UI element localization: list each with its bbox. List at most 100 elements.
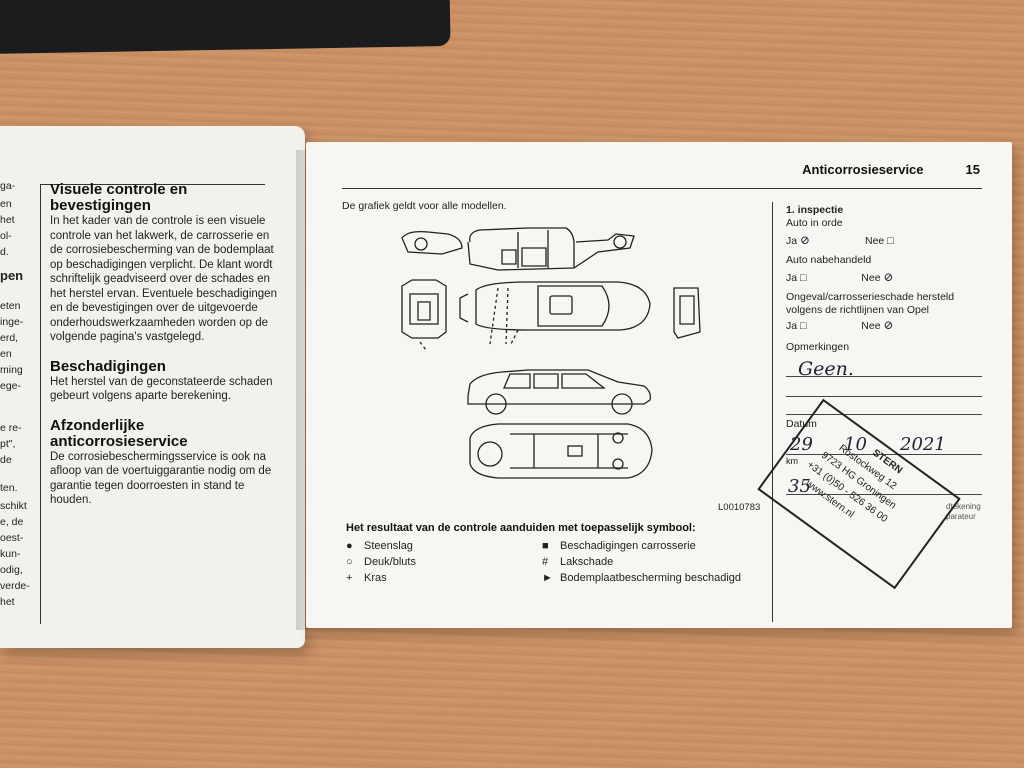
checked-mark: ⊘ [800, 233, 811, 247]
section-heading: Afzonderlijke anticorrosieservice [50, 416, 188, 450]
dark-cloth [0, 0, 451, 55]
fragment: pt", [0, 438, 16, 450]
section-body: Het herstel van de geconstateerde schade… [50, 375, 273, 403]
header-rule [342, 188, 982, 189]
legend-item: ■ Beschadigingen carrosserie [542, 540, 696, 552]
form-rule [772, 202, 773, 622]
fragment: ten. [0, 482, 18, 494]
section-body: In het kader van de controle is een visu… [50, 215, 277, 343]
header-title: Anticorrosieservice [802, 162, 924, 177]
legend-item: ○ Deuk/bluts [346, 556, 416, 568]
fragment: schikt [0, 500, 27, 512]
form-line [786, 454, 982, 455]
car-rear-view [673, 287, 701, 339]
form-line [786, 376, 982, 377]
legend-label: Deuk/bluts [364, 556, 416, 568]
text-column: Visuele controle en bevestigingen In het… [50, 182, 278, 508]
fragment: het [0, 596, 15, 608]
form-section-title: 1. inspectie [786, 204, 844, 216]
car-side-view [467, 369, 652, 415]
date-month: 10 [844, 434, 867, 455]
checked-mark: ⊘ [883, 318, 894, 332]
fragment: kun- [0, 548, 21, 560]
legend-symbol: ● [346, 540, 353, 552]
legend-symbol: ○ [346, 556, 353, 568]
fragment: ol- [0, 230, 12, 242]
nee-label: Nee [861, 272, 881, 284]
nee-label: Nee [861, 320, 881, 332]
question-car-treated: Auto nabehandeld [786, 254, 872, 266]
checkbox-empty: □ [800, 320, 807, 332]
date-day: 29 [790, 434, 813, 455]
car-front-view [401, 279, 447, 351]
right-page: Anticorrosieservice 15 De grafiek geldt v… [306, 142, 1012, 628]
legend-item: ● Steenslag [346, 540, 413, 552]
remarks-label: Opmerkingen [786, 341, 850, 353]
legend-symbol: ► [542, 572, 553, 584]
car-underbody [469, 423, 653, 479]
car-side-exploded [401, 227, 635, 271]
left-page: ga- en het ol- d. pen eten inge- erd, en… [0, 126, 305, 648]
small-text: dtekening [946, 502, 981, 511]
answer-row: Ja □ Nee ⊘ [786, 319, 982, 333]
fragment: d. [0, 246, 9, 258]
legend-symbol: ■ [542, 540, 549, 552]
section-heading: Visuele controle en bevestigingen [50, 181, 188, 214]
remarks-handwriting: Geen. [798, 358, 854, 380]
date-label: Datum [786, 418, 817, 430]
section-body: De corrosiebeschermingsservice is ook na… [50, 450, 272, 507]
legend-label: Lakschade [560, 556, 614, 568]
diagram-note: De grafiek geldt voor alle modellen. [342, 200, 507, 212]
legend-symbol: + [346, 572, 353, 584]
fragment: verde- [0, 580, 30, 592]
legend-label: Bodemplaatbescherming beschadigd [560, 572, 742, 584]
ja-label: Ja [786, 272, 798, 284]
fragment: eten [0, 300, 21, 312]
legend-label: Beschadigingen carrosserie [560, 540, 696, 552]
column-rule [40, 184, 41, 624]
legend-item: # Lakschade [542, 556, 613, 568]
answer-row: Ja ⊘ Nee □ [786, 234, 982, 248]
fragment: ming [0, 364, 23, 376]
fragment: e re- [0, 422, 22, 434]
fragment: en [0, 198, 12, 210]
car-top-view [459, 281, 651, 347]
legend-symbol: # [542, 556, 549, 568]
legend-label: Steenslag [364, 540, 413, 552]
fragment: ege- [0, 380, 22, 392]
date-year: 2021 [900, 434, 946, 455]
fragment: pen [0, 268, 24, 283]
car-diagram [401, 227, 701, 479]
nee-label: Nee [865, 235, 885, 247]
fragment: erd, [0, 332, 19, 344]
fragment: het [0, 214, 15, 226]
section-heading: Beschadigingen [50, 357, 166, 375]
inspection-form: 1. inspectie Auto in orde Ja ⊘ Nee □ Aut… [786, 204, 982, 354]
fragment: inge- [0, 316, 24, 328]
answer-row: Ja □ Nee ⊘ [786, 271, 982, 285]
diagram-code: L0010783 [718, 502, 761, 513]
legend-item: + Kras [346, 572, 387, 584]
ja-label: Ja [786, 320, 798, 332]
checkbox-empty: □ [887, 235, 894, 247]
ja-label: Ja [786, 235, 798, 247]
fragment: ga- [0, 180, 16, 192]
page-header: Anticorrosieservice 15 [802, 162, 980, 177]
legend-label: Kras [364, 572, 387, 584]
top-rule [40, 184, 265, 185]
legend-item: ► Bodemplaatbescherming beschadigd [542, 572, 741, 584]
km-value: 35 [788, 476, 811, 497]
fragment: oest- [0, 532, 24, 544]
form-line [786, 494, 982, 495]
form-line [786, 396, 982, 397]
checked-mark: ⊘ [883, 270, 894, 284]
fragment: e, de [0, 516, 24, 528]
km-label: km [786, 456, 798, 466]
small-text: parateur [946, 512, 976, 521]
fragment: de [0, 454, 12, 466]
fragment: en [0, 348, 12, 360]
fragment: odig, [0, 564, 23, 576]
legend-title: Het resultaat van de controle aanduiden … [346, 522, 696, 534]
question-car-ok: Auto in orde [786, 217, 843, 229]
page-number: 15 [965, 162, 980, 177]
